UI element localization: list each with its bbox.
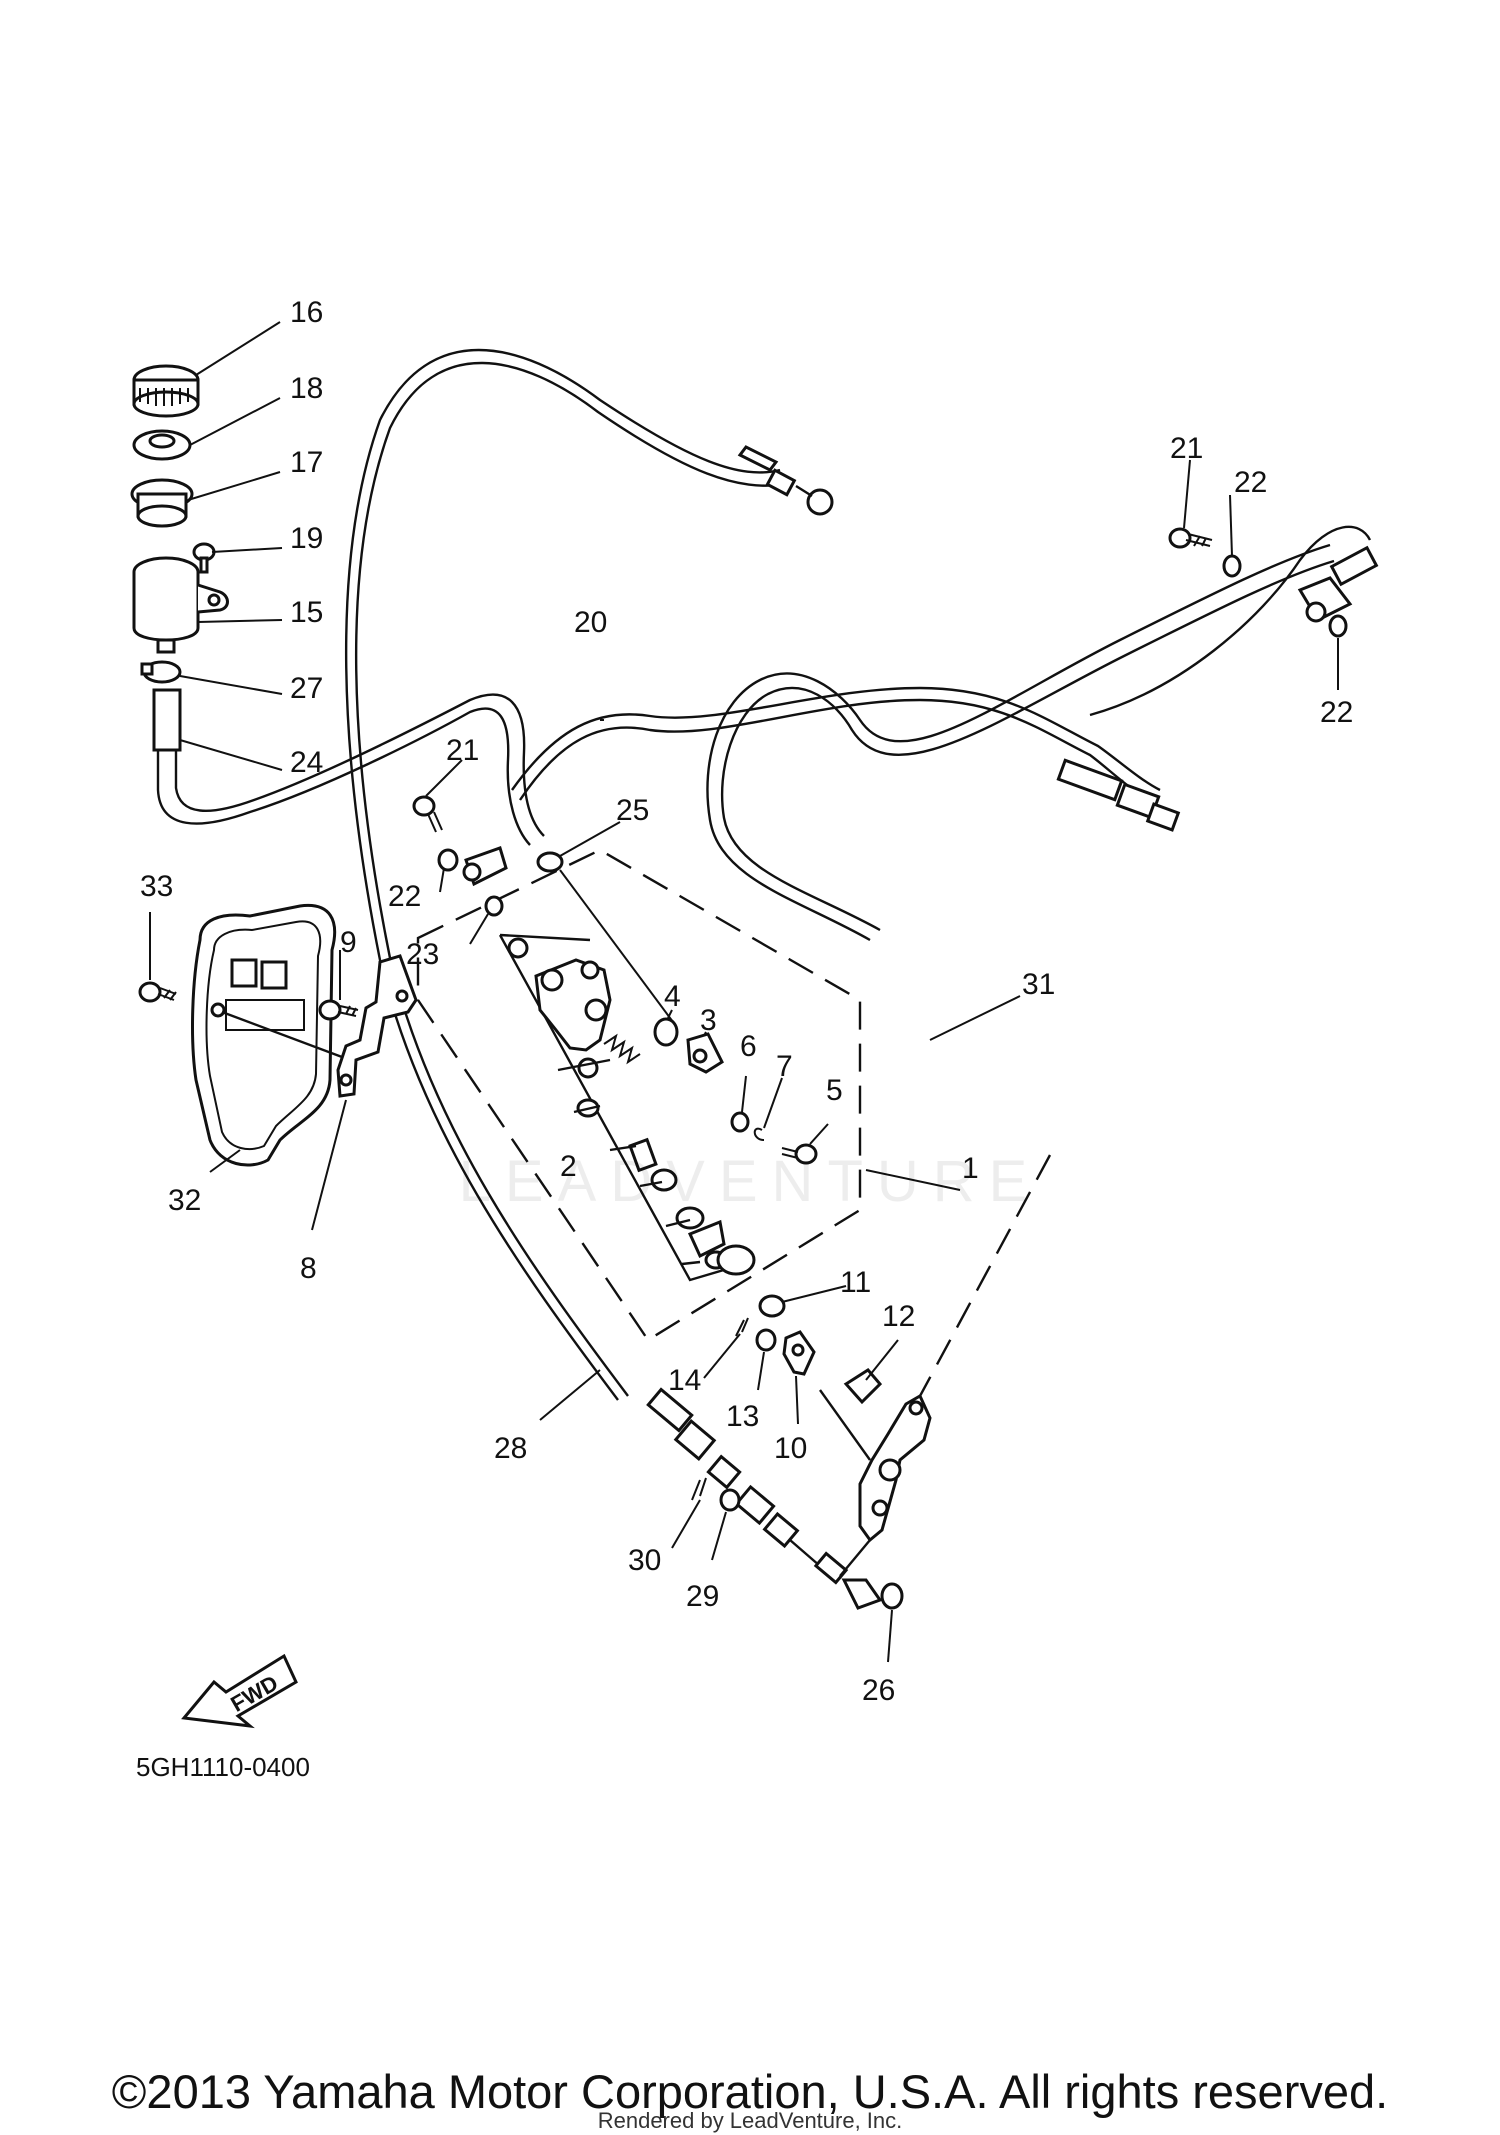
nut-11 — [758, 1294, 786, 1318]
callout-25: 25 — [616, 794, 649, 827]
bracket-32 — [191, 903, 351, 1167]
callout-21-right: 21 — [1170, 432, 1203, 465]
pin-30 — [691, 1477, 707, 1501]
bolt-9 — [318, 999, 359, 1021]
callout-6: 6 — [740, 1030, 757, 1063]
callout-9: 9 — [340, 926, 357, 959]
watermark-text: LEADVENTURE — [458, 1149, 1042, 1214]
washer-13 — [755, 1328, 777, 1352]
pin-12 — [843, 1368, 883, 1405]
callout-22-right-bottom: 22 — [1320, 696, 1353, 729]
callout-28: 26 — [862, 1674, 895, 1707]
pin-28 — [841, 1578, 904, 1610]
fitting-3 — [686, 1032, 724, 1074]
callout-1: 1 — [962, 1152, 979, 1185]
render-credit: Rendered by LeadVenture, Inc. — [597, 2108, 903, 2133]
reservoir-assembly — [130, 364, 229, 684]
callout-17: 17 — [290, 446, 323, 479]
assembly-outline — [416, 848, 862, 1342]
upper-fittings — [412, 795, 677, 1027]
callout-21-center: 21 — [446, 734, 479, 767]
callout-23: 23 — [406, 938, 439, 971]
callout-26: 27 — [290, 672, 323, 705]
callout-30: 30 — [628, 1544, 661, 1577]
callout-labels: 16 18 17 19 15 27 24 20 21 21 22 22 22 2… — [136, 296, 1353, 1782]
callout-19: 19 — [290, 522, 323, 555]
callout-3: 3 — [700, 1004, 717, 1037]
callout-8: 8 — [300, 1252, 317, 1285]
callout-32: 32 — [168, 1184, 201, 1217]
hose-20 — [511, 686, 1181, 832]
callout-13: 13 — [726, 1400, 759, 1433]
long-cable — [344, 348, 834, 1401]
oring-4 — [653, 1017, 679, 1047]
callout-18: 18 — [290, 372, 323, 405]
washer-29 — [719, 1488, 741, 1512]
right-cable — [706, 525, 1372, 942]
callout-5: 5 — [826, 1074, 843, 1107]
hose-24 — [152, 688, 545, 846]
callout-14: 14 — [668, 1364, 701, 1397]
callout-29: 29 — [686, 1580, 719, 1613]
master-cylinder — [498, 933, 756, 1282]
callout-7: 7 — [776, 1050, 793, 1083]
bracket-8 — [336, 954, 418, 1098]
cable-end-27 — [646, 1387, 871, 1585]
callout-27: 28 — [494, 1432, 527, 1465]
callout-22-right-top: 22 — [1234, 466, 1267, 499]
callout-15: 15 — [290, 596, 323, 629]
copyright-footer: ©2013 Yamaha Motor Corporation, U.S.A. A… — [111, 2065, 1389, 2118]
callout-12: 12 — [882, 1300, 915, 1333]
clevis-10 — [782, 1330, 816, 1376]
right-fittings — [1168, 527, 1379, 638]
callout-4: 4 — [664, 980, 681, 1013]
callout-11: 11 — [840, 1266, 871, 1299]
callout-10: 10 — [774, 1432, 807, 1465]
pin-14 — [735, 1317, 749, 1337]
bolt-5 — [781, 1143, 818, 1165]
drawing-code: 5GH1110-0400 — [136, 1752, 310, 1782]
callout-2: 2 — [560, 1150, 577, 1183]
leader-lines — [149, 321, 1339, 1663]
washer-6 — [730, 1111, 750, 1133]
callout-31: 31 — [1022, 968, 1055, 1001]
circlip-7 — [753, 1127, 765, 1141]
callout-20: 20 — [574, 606, 607, 639]
callout-24: 24 — [290, 746, 323, 779]
callout-22-center: 22 — [388, 880, 421, 913]
bolt-33 — [138, 981, 177, 1003]
callout-16: 16 — [290, 296, 323, 329]
callout-33: 33 — [140, 870, 173, 903]
fwd-arrow-icon: FWD — [181, 1653, 298, 1729]
lever-arm — [819, 1154, 1052, 1543]
